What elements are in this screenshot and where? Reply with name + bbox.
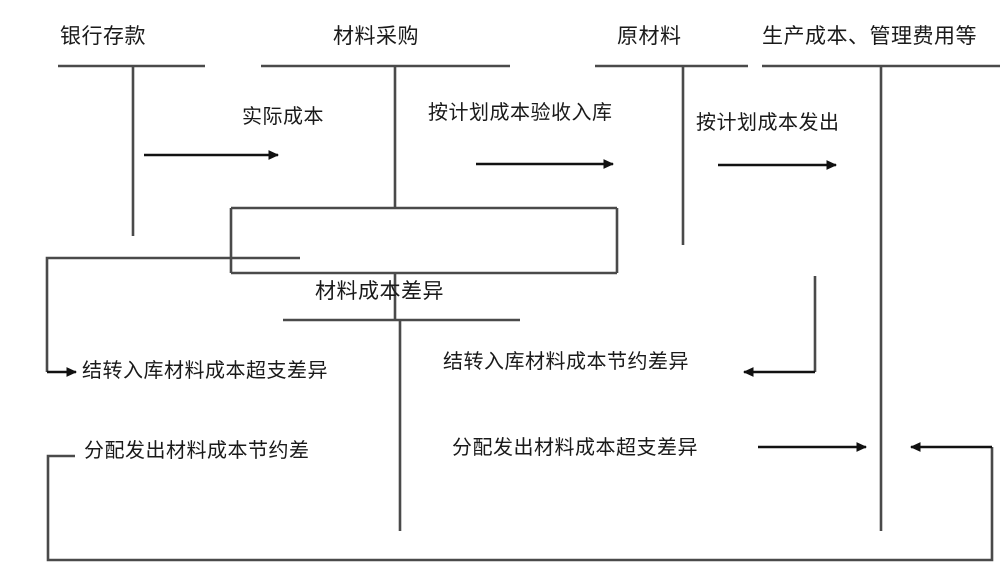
- routing-polylines: [45, 206, 994, 562]
- route-bottom-loop: [46, 447, 994, 562]
- flow-label-planned-cost-in: 按计划成本验收入库: [428, 100, 613, 124]
- account-title-raw-material: 原材料: [617, 24, 682, 48]
- account-title-production-cost: 生产成本、管理费用等: [762, 24, 977, 48]
- t-account-rules: [58, 64, 1000, 531]
- account-title-bank: 银行存款: [60, 24, 146, 48]
- route-excess-to-left-arrow: [45, 256, 300, 372]
- flow-arrows: [47, 150, 992, 452]
- account-title-material-purchase: 材料采购: [333, 24, 419, 48]
- flow-label-actual-cost: 实际成本: [242, 104, 324, 128]
- variance-label-carry-over-saving: 结转入库材料成本节约差异: [443, 349, 689, 373]
- variance-label-allocate-excess: 分配发出材料成本超支差异: [452, 435, 698, 459]
- variance-label-carry-over-excess: 结转入库材料成本超支差异: [82, 358, 328, 382]
- flow-label-planned-cost-out: 按计划成本发出: [696, 110, 840, 134]
- account-title-material-cost-variance: 材料成本差异: [315, 279, 444, 303]
- variance-label-allocate-saving: 分配发出材料成本节约差: [84, 438, 310, 462]
